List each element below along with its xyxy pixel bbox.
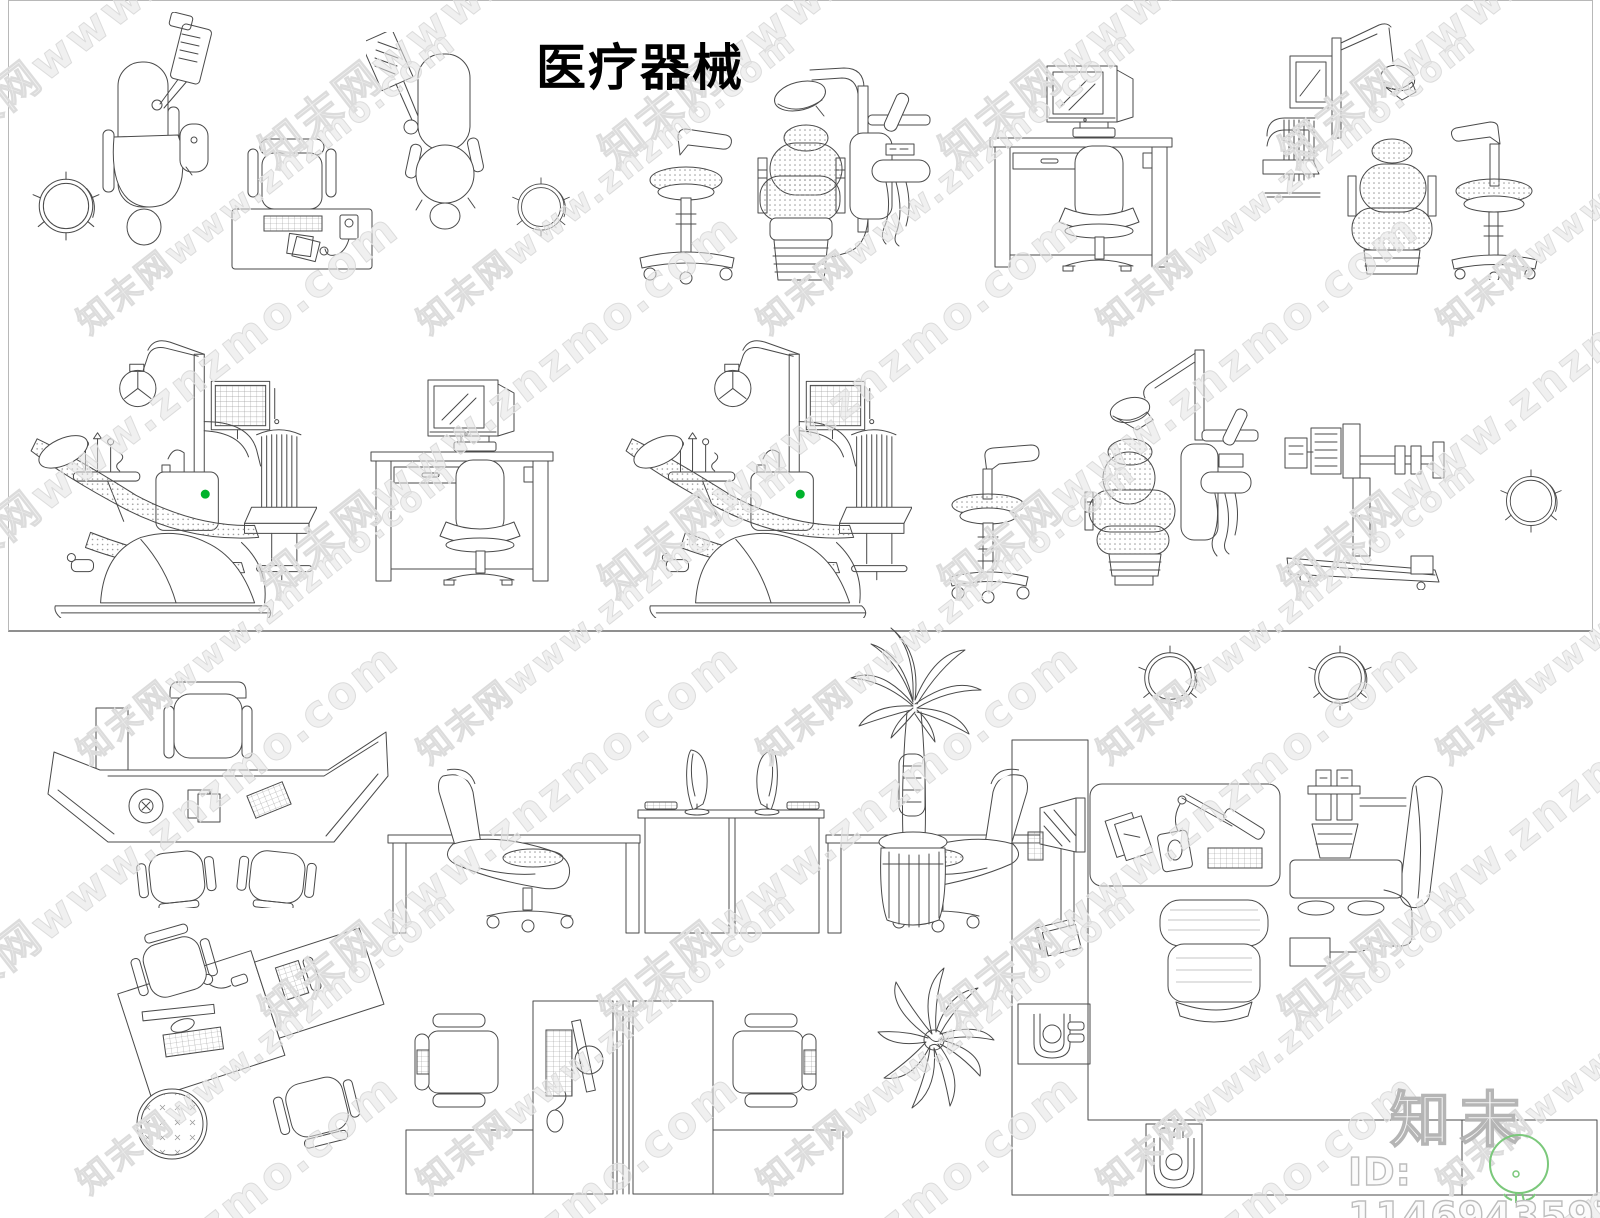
computer-desk-elevation-2	[366, 372, 566, 590]
computer-desk-elevation-1	[985, 58, 1185, 276]
palm-plant-elevation	[843, 626, 985, 934]
computer-desk-plan-1	[228, 133, 376, 275]
brand-logo: 知末	[1389, 1085, 1530, 1157]
round-stool-plan-5	[1306, 644, 1374, 712]
angled-desk-plan	[52, 922, 397, 1162]
logo-sprout-icon	[1486, 1130, 1552, 1210]
reception-desk-plan	[38, 670, 390, 908]
xray-machine-side	[1283, 420, 1451, 590]
round-stool-plan-3	[1498, 468, 1564, 534]
round-stool-plan-2	[510, 176, 572, 238]
dental-chair-plan-1	[100, 12, 240, 287]
dental-unit-front-2	[1232, 16, 1564, 280]
round-stool-plan-4	[1136, 644, 1204, 712]
doctor-stool-elevation	[895, 425, 1045, 610]
asset-id: ID: 1146943597	[1347, 1149, 1600, 1218]
dental-chair-side-2	[610, 326, 912, 618]
panoramic-xray	[1288, 768, 1453, 973]
dual-workstation-elevation	[383, 740, 1083, 938]
sheet-title: 医疗器械	[536, 39, 744, 97]
plant-plan	[868, 948, 1003, 1143]
dual-workstation-plan	[403, 946, 848, 1202]
dental-chair-plan-2	[366, 32, 511, 237]
dental-chair-front-group-1	[628, 58, 940, 286]
dental-chair-front-unit-2	[1083, 342, 1268, 590]
clinic-room-plan	[1010, 738, 1600, 1200]
dental-chair-side-1	[15, 326, 317, 618]
round-stool-plan-1	[30, 170, 102, 242]
